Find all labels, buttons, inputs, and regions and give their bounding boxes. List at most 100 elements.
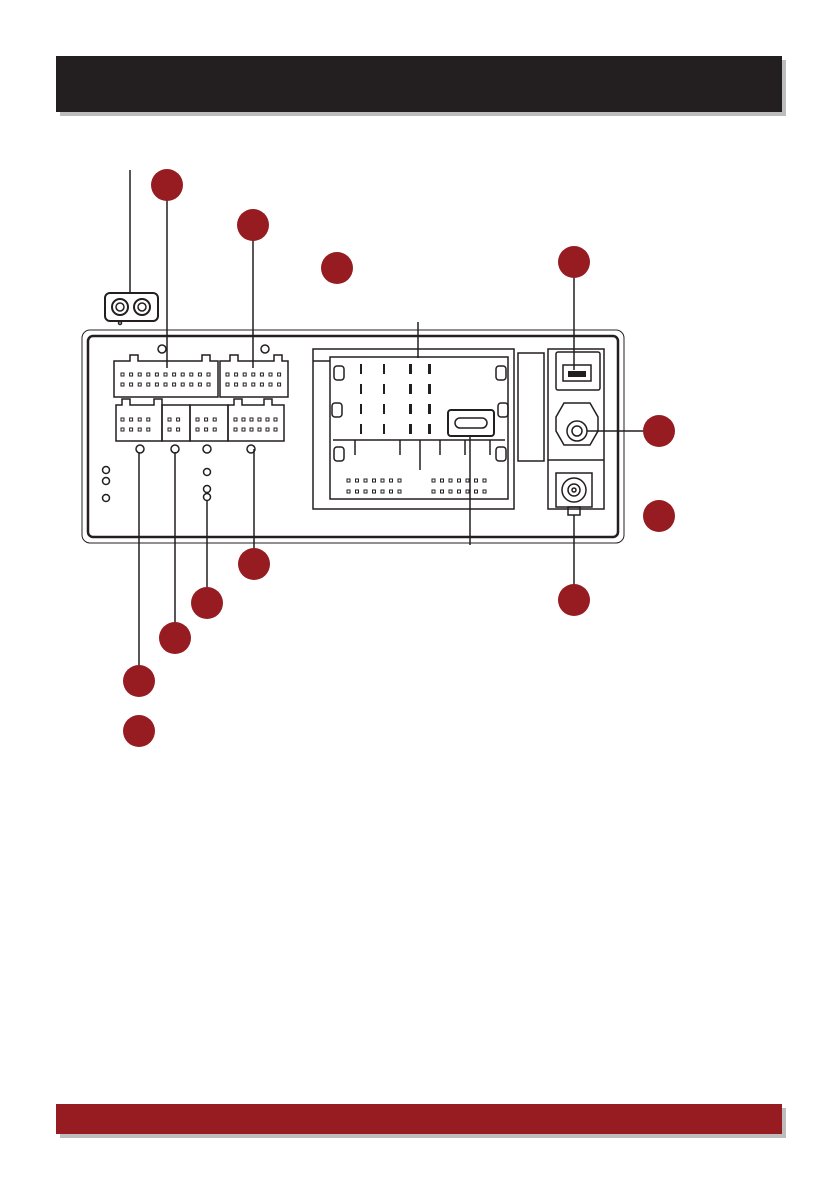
- connector-pin: [390, 479, 393, 482]
- connector-pin: [347, 490, 350, 493]
- page-number: [56, 1104, 782, 1134]
- connector-pin: [258, 428, 261, 431]
- connector-pin: [356, 479, 359, 482]
- connector-pin: [483, 479, 486, 482]
- connector-pin: [213, 428, 216, 431]
- connector-pin: [266, 418, 269, 421]
- callout-marker-1: [151, 169, 183, 201]
- connector-pin: [205, 428, 208, 431]
- connector-bottom-1: [116, 399, 162, 453]
- connector-pin: [207, 373, 210, 376]
- connector-pin: [207, 383, 210, 386]
- connector-pin: [258, 418, 261, 421]
- connector-pin: [449, 490, 452, 493]
- connector-pin: [164, 383, 167, 386]
- connector-pin: [266, 428, 269, 431]
- connector-pin: [373, 479, 376, 482]
- connector-pin: [483, 490, 486, 493]
- connector-pin: [373, 490, 376, 493]
- connector-pin: [242, 428, 245, 431]
- connector-pin: [198, 373, 201, 376]
- connector-pin: [274, 418, 277, 421]
- chassis: [82, 330, 624, 543]
- connector-pin: [390, 490, 393, 493]
- connector-pin: [347, 479, 350, 482]
- connector-pin: [130, 428, 133, 431]
- connector-pin: [250, 428, 253, 431]
- connector-pin: [130, 373, 133, 376]
- iso-pin-grid: [360, 364, 431, 434]
- connector-pin: [458, 479, 461, 482]
- connector-pin: [213, 418, 216, 421]
- callout-marker-11: [123, 665, 155, 697]
- connector-pin: [226, 373, 229, 376]
- connector-pin: [278, 373, 281, 376]
- connector-pin: [364, 490, 367, 493]
- connector-pin: [168, 418, 171, 421]
- callout-marker-6: [643, 500, 675, 532]
- connector-pin: [173, 383, 176, 386]
- connector-pin: [121, 418, 124, 421]
- connector-pin: [205, 418, 208, 421]
- connector-pin: [250, 418, 253, 421]
- callout-marker-2: [237, 209, 269, 241]
- connector-pin: [168, 428, 171, 431]
- connector-pin: [226, 383, 229, 386]
- connector-pin: [181, 373, 184, 376]
- callout-marker-9: [191, 587, 223, 619]
- callout-marker-4: [558, 246, 590, 278]
- connector-pin: [398, 479, 401, 482]
- connector-pin: [155, 383, 158, 386]
- connector-pin: [190, 383, 193, 386]
- connector-pin: [432, 490, 435, 493]
- connector-pin: [398, 490, 401, 493]
- connector-pin: [441, 490, 444, 493]
- connector-pin: [121, 373, 124, 376]
- connector-pin: [441, 479, 444, 482]
- connector-pin: [235, 373, 238, 376]
- connector-pin: [252, 373, 255, 376]
- connector-pin: [147, 383, 150, 386]
- callout-marker-5: [643, 415, 675, 447]
- connector-pin: [138, 383, 141, 386]
- connector-bottom-4: [228, 399, 284, 453]
- connector-pin: [198, 383, 201, 386]
- connector-pin: [173, 373, 176, 376]
- connector-pin: [475, 490, 478, 493]
- connector-pin: [177, 418, 180, 421]
- callout-marker-7: [558, 584, 590, 616]
- connector-pin: [121, 428, 124, 431]
- connector-pin: [466, 490, 469, 493]
- connector-pin: [234, 428, 237, 431]
- connector-pin: [164, 373, 167, 376]
- callout-markers: [123, 169, 675, 747]
- connector-pin: [234, 418, 237, 421]
- connector-pin: [242, 418, 245, 421]
- connector-pin: [356, 490, 359, 493]
- connector-pin: [243, 373, 246, 376]
- connector-pin: [147, 428, 150, 431]
- connector-pin: [243, 383, 246, 386]
- rca-input-jacks: [105, 170, 158, 325]
- connector-pin: [190, 373, 193, 376]
- connector-pin: [466, 479, 469, 482]
- connector-pin: [130, 383, 133, 386]
- connector-pin: [260, 373, 263, 376]
- connector-pin: [458, 490, 461, 493]
- connector-pin: [138, 428, 141, 431]
- connector-pin: [147, 418, 150, 421]
- connector-top-left: [114, 345, 218, 397]
- callout-marker-3: [321, 252, 353, 284]
- connector-bottom-2: [162, 405, 190, 453]
- connector-pin: [381, 490, 384, 493]
- connector-pin: [269, 383, 272, 386]
- callout-marker-10: [159, 622, 191, 654]
- connector-pin: [235, 383, 238, 386]
- connector-pin: [196, 418, 199, 421]
- connector-top-right: [220, 345, 288, 397]
- callout-marker-12: [123, 715, 155, 747]
- connector-pin: [138, 418, 141, 421]
- connector-pin: [274, 428, 277, 431]
- fakra-connector: [556, 403, 598, 445]
